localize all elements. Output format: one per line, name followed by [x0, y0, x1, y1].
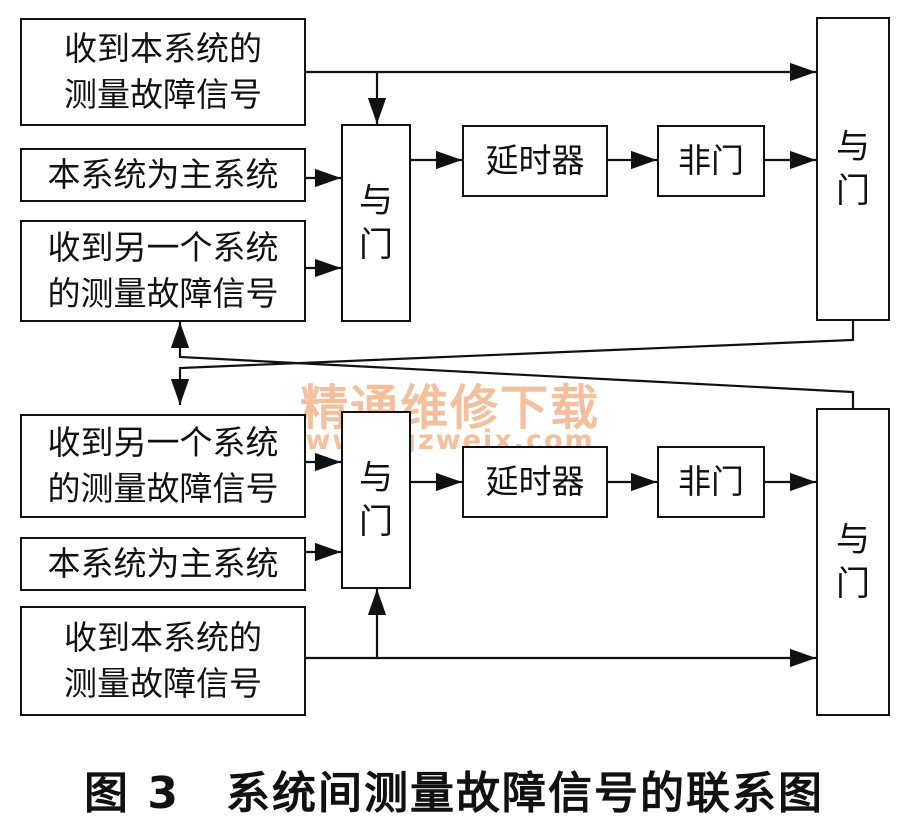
bottom-other-fault-label: 收到另一个系统 的测量故障信号	[47, 423, 279, 508]
top-not-gate-box: 非门	[657, 125, 765, 197]
top-and-gate: 与 门	[341, 124, 411, 322]
top-is-master-box: 本系统为主系统	[20, 148, 306, 202]
bottom-is-master-box: 本系统为主系统	[20, 537, 306, 591]
figure-caption: 图 3 系统间测量故障信号的联系图	[84, 768, 824, 819]
bottom-final-and-gate-label: 与 门	[836, 520, 870, 604]
top-other-fault-box: 收到另一个系统 的测量故障信号	[20, 220, 306, 322]
bottom-output-to-top-input	[170, 322, 855, 408]
connector-lines	[170, 62, 855, 668]
bottom-own-fault-box: 收到本系统的 测量故障信号	[20, 606, 306, 716]
top-other-fault-label: 收到另一个系统 的测量故障信号	[47, 228, 279, 313]
bottom-final-and-gate: 与 门	[816, 408, 890, 716]
top-not-gate-label: 非门	[678, 141, 744, 180]
top-own-fault-label: 收到本系统的 测量故障信号	[64, 29, 262, 114]
bottom-delay-box: 延时器	[462, 446, 608, 518]
signal-diagram: 收到本系统的 测量故障信号 本系统为主系统 收到另一个系统 的测量故障信号 与 …	[20, 17, 890, 716]
bottom-other-fault-box: 收到另一个系统 的测量故障信号	[20, 414, 306, 518]
top-output-to-bottom-input	[170, 320, 855, 405]
bottom-not-gate-box: 非门	[657, 446, 765, 518]
bottom-not-gate-label: 非门	[678, 462, 744, 501]
bottom-is-master-label: 本系统为主系统	[47, 544, 279, 583]
top-delay-label: 延时器	[485, 141, 585, 180]
bottom-and-gate-label: 与 门	[359, 458, 393, 542]
bottom-and-gate: 与 门	[341, 411, 411, 589]
top-is-master-label: 本系统为主系统	[47, 155, 279, 194]
top-and-gate-label: 与 门	[359, 181, 393, 265]
top-delay-box: 延时器	[462, 125, 608, 197]
bottom-own-fault-label: 收到本系统的 测量故障信号	[64, 618, 262, 703]
top-own-fault-box: 收到本系统的 测量故障信号	[20, 18, 306, 126]
bottom-delay-label: 延时器	[485, 462, 585, 501]
top-final-and-gate: 与 门	[816, 17, 890, 321]
top-final-and-gate-label: 与 门	[836, 127, 870, 211]
